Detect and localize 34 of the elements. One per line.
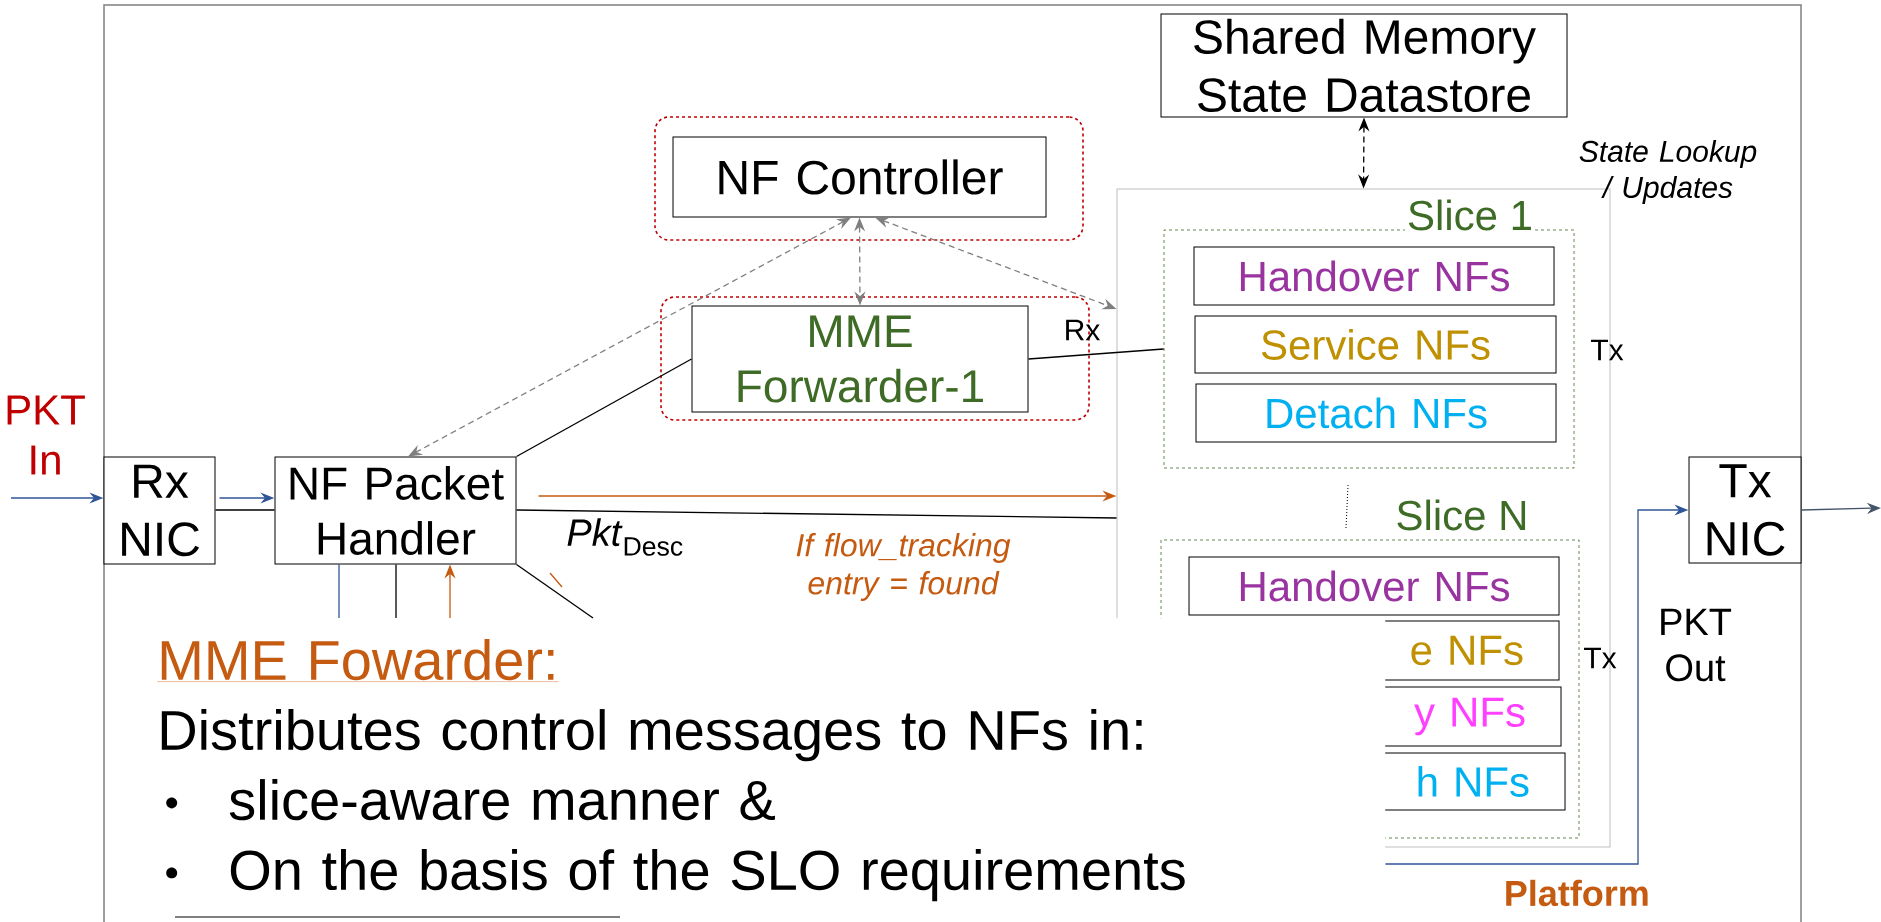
process-box: NF Packet Handler <box>274 456 517 565</box>
process-box: MME Forwarder-1 <box>691 305 1029 413</box>
annotation-text: State Lookup / Updates <box>1579 140 1757 204</box>
condition-label: If flow_tracking entry = found <box>796 533 1011 601</box>
port-label: Rx <box>1066 319 1100 341</box>
nf-box: Handover NFs <box>1188 556 1560 616</box>
side-label: PKT In <box>7 395 85 475</box>
process-box: Tx NIC <box>1688 456 1802 564</box>
connector-line <box>1027 348 1165 360</box>
node-label: Distributes control messages to NFs in: <box>161 709 1142 762</box>
descriptor-label: Pkt$_{Desc}$ <box>567 518 683 556</box>
connector-line <box>515 509 1118 519</box>
connector-line <box>395 563 397 619</box>
nf-box: Detach NFs <box>1195 383 1557 443</box>
process-box: Rx NIC <box>103 456 216 565</box>
port-label: Tx <box>1591 339 1624 361</box>
connector-line <box>515 358 693 458</box>
arrow <box>408 217 851 457</box>
process-box: NF Controller <box>672 136 1047 218</box>
group-heading: Slice N <box>1393 497 1531 533</box>
node-label: On the basis of the SLO requirements <box>230 849 1185 902</box>
platform-label: Platform <box>1506 879 1648 907</box>
node-label: MME Fowarder: <box>161 639 554 681</box>
connector-line <box>214 509 276 511</box>
process-box: Shared Memory State Datastore <box>1160 13 1568 118</box>
side-label: PKT Out <box>1661 608 1732 682</box>
port-label: Tx <box>1584 647 1617 669</box>
connector-line <box>515 563 594 619</box>
nf-box: Service NFs <box>1194 315 1557 374</box>
node-label: slice-aware manner & <box>229 779 775 821</box>
connector-line <box>338 563 340 619</box>
nf-box: Handover NFs <box>1193 246 1555 306</box>
group-heading: Slice 1 <box>1405 197 1536 233</box>
dashed-group <box>654 116 1084 241</box>
